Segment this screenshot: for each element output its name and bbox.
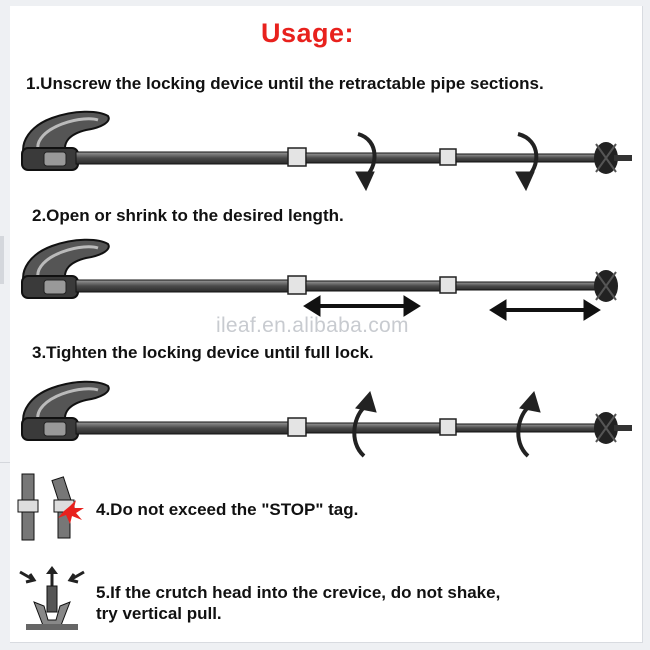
pole-diagram-tighten (21, 380, 632, 458)
left-edge-mark (0, 236, 4, 284)
step-3-text: 3.Tighten the locking device until full … (32, 343, 374, 362)
pole-basket-tip (594, 270, 618, 302)
step-2-text: 2.Open or shrink to the desired length. (32, 206, 344, 225)
instruction-panel (10, 6, 643, 643)
step-4-text: 4.Do not exceed the "STOP" tag. (96, 500, 359, 519)
vertical-pull-icon (19, 566, 85, 630)
pole-basket-tip (594, 142, 632, 174)
page-title: Usage: (260, 18, 355, 48)
step-5-line-1: 5.If the crutch head into the crevice, d… (96, 583, 501, 602)
pole-diagram-extend (21, 238, 618, 321)
pole-joint-1 (287, 147, 307, 167)
tighten-arrows-icon (352, 390, 541, 458)
pole-shaft (75, 421, 291, 435)
pole-section-3 (455, 153, 597, 163)
pole-basket-tip (594, 412, 632, 444)
trekking-pole-handle (21, 238, 110, 299)
pole-joint-1 (287, 417, 307, 437)
pole-joint-2 (439, 148, 457, 166)
trekking-pole-handle (21, 110, 110, 171)
unscrew-arrows-icon (355, 132, 539, 192)
pole-section-2 (305, 280, 443, 292)
step-5-line-2: try vertical pull. (96, 604, 222, 623)
extend-arrows-icon (303, 295, 601, 321)
pole-diagram-unscrew (21, 110, 632, 192)
pole-joint-2 (439, 276, 457, 294)
stop-tag-warning-icon (17, 473, 84, 541)
step-1-text: 1.Unscrew the locking device until the r… (26, 74, 544, 93)
pole-shaft (75, 151, 291, 165)
pole-joint-2 (439, 418, 457, 436)
watermark: ileaf.en.alibaba.com (216, 314, 409, 337)
left-edge-line (0, 462, 10, 463)
pole-joint-1 (287, 275, 307, 295)
pole-shaft (75, 279, 291, 293)
step-5-text: 5.If the crutch head into the crevice, d… (96, 582, 576, 624)
pole-section-3 (455, 423, 597, 433)
pole-section-3 (455, 281, 597, 291)
pole-section-2 (305, 422, 443, 434)
